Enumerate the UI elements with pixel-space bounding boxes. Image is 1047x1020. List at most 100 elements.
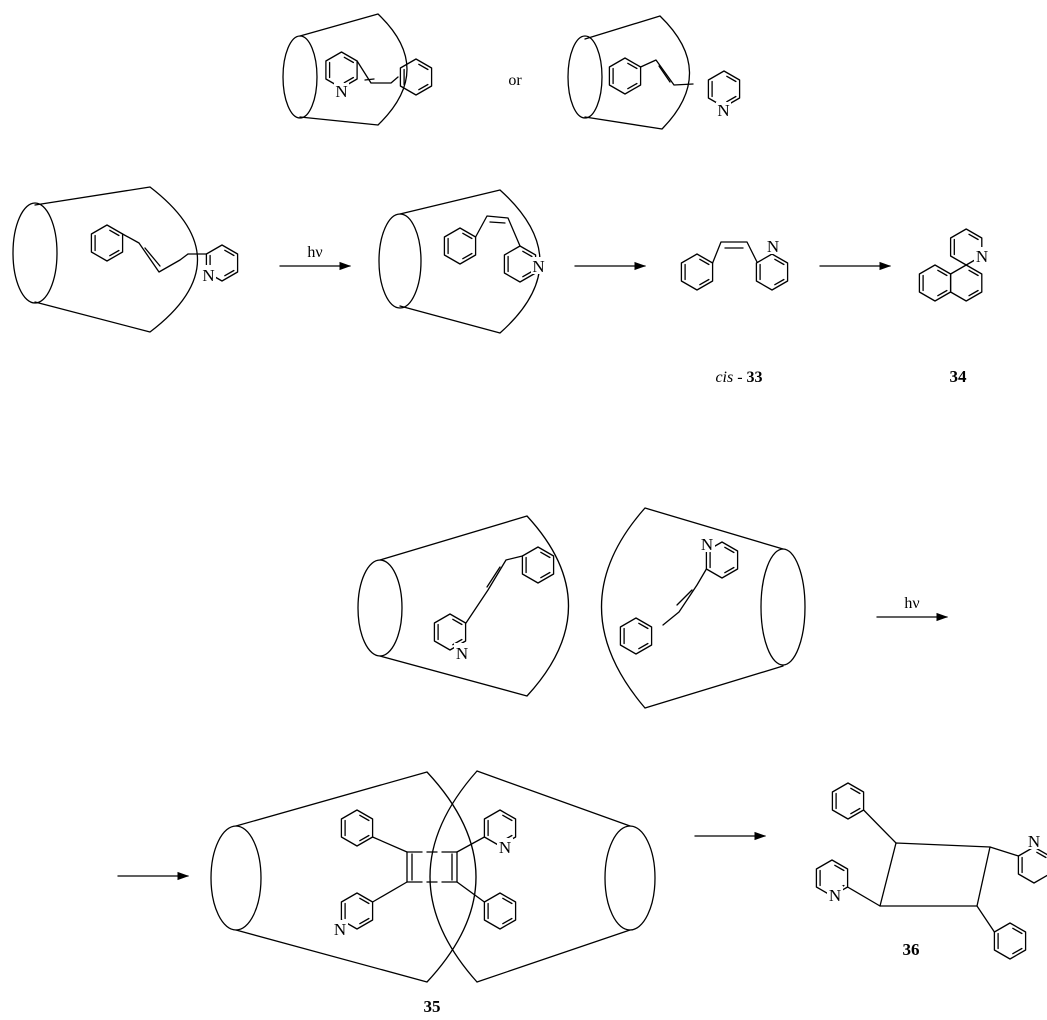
atom-mask <box>1026 832 1042 849</box>
benzene-ring-upper-left <box>340 809 374 847</box>
nitrogen-atom: N <box>532 257 544 276</box>
arrow-label-hv: hν <box>307 244 322 261</box>
or-connector: or <box>508 72 522 89</box>
atom-mask <box>827 886 843 903</box>
vinyl-second-line <box>486 566 501 588</box>
substituent-bond <box>989 846 1020 857</box>
molecule-cis-33: N <box>680 237 789 291</box>
double-bond <box>968 289 979 297</box>
cis-vinyl-bond <box>711 241 758 264</box>
complex-2-2-right: N <box>600 507 806 709</box>
vinyl-bond <box>639 59 694 86</box>
complex-phenyl-inside: N <box>567 15 741 130</box>
substituent-bond <box>371 881 408 903</box>
atom-mask <box>765 237 782 254</box>
nitrogen-atom: N <box>976 247 988 266</box>
cyclodextrin-rim-right <box>604 825 656 931</box>
atom-mask <box>454 643 470 660</box>
double-bond <box>937 289 948 297</box>
cyclodextrin-rim <box>282 35 318 119</box>
atom-mask <box>201 265 216 282</box>
vinyl-bond <box>356 60 399 84</box>
atom-mask <box>497 838 513 855</box>
cyclodextrin-rim <box>12 202 58 304</box>
vinyl-bond <box>465 555 524 624</box>
nitrogen-atom: N <box>499 838 511 857</box>
benzene-ring <box>608 57 642 95</box>
complex-trans-stilbazole: N <box>12 186 239 333</box>
nitrogen-atom: N <box>334 920 346 939</box>
nitrogen-atom: N <box>335 82 347 101</box>
vinyl-second-line <box>658 65 671 83</box>
benzene-ring <box>521 546 555 584</box>
benzene-ring <box>619 617 653 655</box>
complex-pyridyl-inside: N <box>282 13 433 126</box>
ring-a <box>918 264 952 302</box>
benzene-ring <box>680 253 714 291</box>
pyridine-ring-right <box>1017 846 1047 884</box>
atom-mask <box>716 102 731 118</box>
cyclodextrin-cone-right <box>429 770 631 983</box>
cyclodextrin-rim <box>357 559 403 657</box>
compound-label-35: 35 <box>424 997 441 1016</box>
substituent-bond <box>976 905 996 933</box>
pyridine-ring <box>755 253 789 291</box>
cis-vinyl-bond <box>474 215 521 247</box>
nitrogen-atom: N <box>829 886 841 905</box>
complex-dimer-35: N N <box>210 770 656 983</box>
vinyl-bond <box>121 233 189 273</box>
nitrogen-atom: N <box>717 101 729 120</box>
substituent-bond <box>846 886 881 907</box>
cyclodextrin-cone <box>299 13 408 126</box>
pyridine-ring <box>433 613 467 651</box>
complex-cis-stilbazole: N <box>378 189 546 334</box>
cyclodextrin-cone-left <box>235 771 477 983</box>
vinyl-second-line <box>364 78 375 81</box>
benzene-ring-lower-right <box>483 892 517 930</box>
substituent-bond <box>456 836 486 853</box>
compound-label-34: 34 <box>950 367 968 386</box>
benzene-ring-top <box>831 782 865 820</box>
atom-mask <box>699 535 715 552</box>
double-bond <box>968 269 979 277</box>
ring-b <box>949 264 983 302</box>
arrow-label-hv: hν <box>904 595 919 612</box>
substituent-bond <box>862 809 897 844</box>
vinyl-second-line <box>676 589 693 606</box>
label-separator: - <box>733 369 746 386</box>
ring-c <box>949 228 983 266</box>
cis-vinyl-second-line <box>489 221 506 224</box>
cyclodextrin-rim <box>760 548 806 666</box>
substituent-bond <box>456 881 486 903</box>
vinyl-bond <box>662 568 708 626</box>
pyridine-ring <box>503 245 537 283</box>
cyclobutane-core <box>406 851 458 883</box>
nitrogen-atom: N <box>202 266 214 285</box>
nitrogen-atom: N <box>767 237 779 256</box>
compound-number-33: 33 <box>747 369 763 386</box>
cyclodextrin-rim <box>378 213 422 309</box>
double-bond <box>968 233 979 241</box>
molecule-36-cyclobutane: N N <box>815 782 1047 960</box>
substituent-bond <box>371 836 408 853</box>
cyclodextrin-cone <box>34 186 198 333</box>
cyclobutane-ring <box>879 842 991 907</box>
nitrogen-atom: N <box>1028 832 1040 851</box>
compound-label-cis-33: cis - 33 <box>715 369 762 386</box>
benzene-ring <box>443 227 477 265</box>
molecule-34-benzoquinoline: N <box>918 228 990 302</box>
nitrogen-atom: N <box>701 535 713 554</box>
cyclodextrin-rim <box>567 35 603 119</box>
compound-label-36: 36 <box>903 940 920 959</box>
atom-mask <box>332 920 348 937</box>
nitrogen-atom: N <box>456 644 468 663</box>
atom-mask <box>974 247 990 264</box>
vinyl-second-line <box>144 247 161 267</box>
benzene-ring <box>399 58 433 96</box>
cyclodextrin-cone <box>379 515 569 697</box>
atom-mask <box>334 83 349 99</box>
complex-2-2-left: N <box>357 515 569 697</box>
cis-prefix: cis <box>715 369 733 386</box>
benzene-ring <box>90 224 124 262</box>
